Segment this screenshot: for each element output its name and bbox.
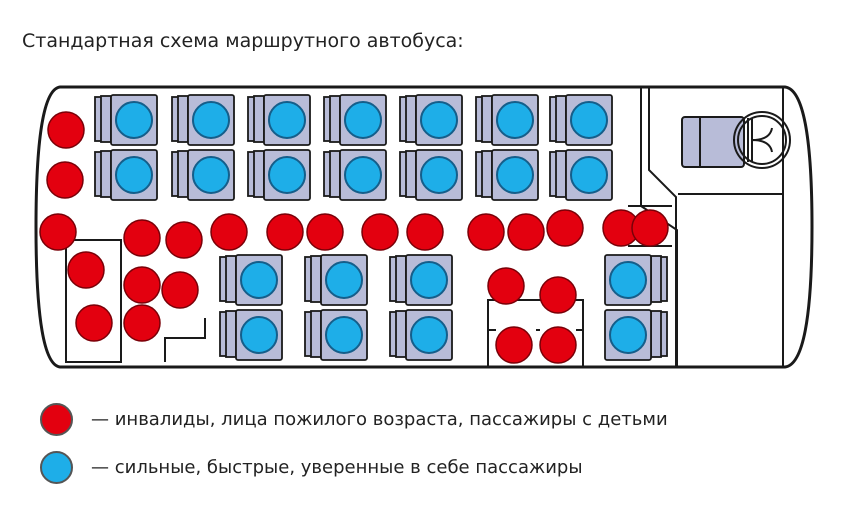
blue-passenger xyxy=(496,101,534,139)
blue-passenger xyxy=(325,261,363,299)
red-passenger xyxy=(39,213,77,251)
blue-circle-icon xyxy=(40,451,73,484)
passenger-seat xyxy=(323,94,387,146)
red-passenger xyxy=(467,213,505,251)
passenger-seat xyxy=(399,149,463,201)
red-passenger xyxy=(123,219,161,257)
passenger-seat xyxy=(399,94,463,146)
passenger-seat xyxy=(323,149,387,201)
blue-passenger xyxy=(192,101,230,139)
red-passenger xyxy=(210,213,248,251)
driver-partition xyxy=(678,88,784,367)
blue-passenger xyxy=(240,261,278,299)
red-passenger xyxy=(75,304,113,342)
blue-passenger xyxy=(344,101,382,139)
rear-platform xyxy=(65,239,122,363)
red-passenger xyxy=(507,213,545,251)
red-passenger xyxy=(406,213,444,251)
red-passenger xyxy=(631,209,669,247)
passenger-seat xyxy=(247,149,311,201)
blue-passenger xyxy=(268,156,306,194)
blue-passenger xyxy=(609,316,647,354)
passenger-seat xyxy=(549,94,613,146)
blue-passenger xyxy=(420,156,458,194)
driver-seat xyxy=(681,116,745,168)
passenger-seat xyxy=(389,254,453,306)
steering-wheel-icon xyxy=(733,111,791,169)
blue-passenger xyxy=(570,156,608,194)
passenger-seat xyxy=(389,309,453,361)
blue-passenger xyxy=(410,261,448,299)
legend-item-red: — инвалиды, лица пожилого возраста, пасс… xyxy=(40,403,668,436)
passenger-seat xyxy=(94,94,158,146)
red-passenger xyxy=(306,213,344,251)
red-passenger xyxy=(487,267,525,305)
passenger-seat xyxy=(549,149,613,201)
red-passenger xyxy=(161,271,199,309)
red-passenger xyxy=(539,326,577,364)
passenger-seat xyxy=(604,254,668,306)
blue-passenger xyxy=(240,316,278,354)
blue-passenger xyxy=(344,156,382,194)
blue-passenger xyxy=(115,156,153,194)
red-passenger xyxy=(46,161,84,199)
blue-passenger xyxy=(325,316,363,354)
red-passenger xyxy=(361,213,399,251)
red-passenger xyxy=(546,209,584,247)
blue-passenger xyxy=(192,156,230,194)
red-passenger xyxy=(539,276,577,314)
passenger-seat xyxy=(219,254,283,306)
legend-text-red: — инвалиды, лица пожилого возраста, пасс… xyxy=(91,409,668,430)
red-passenger xyxy=(67,251,105,289)
passenger-seat xyxy=(171,94,235,146)
bus-outline xyxy=(34,85,814,369)
legend-text-blue: — сильные, быстрые, уверенные в себе пас… xyxy=(91,457,583,478)
passenger-seat xyxy=(304,309,368,361)
blue-passenger xyxy=(420,101,458,139)
red-passenger xyxy=(495,326,533,364)
passenger-seat xyxy=(604,309,668,361)
blue-passenger xyxy=(496,156,534,194)
red-passenger xyxy=(123,304,161,342)
passenger-seat xyxy=(475,149,539,201)
red-passenger xyxy=(165,221,203,259)
blue-passenger xyxy=(410,316,448,354)
passenger-seat xyxy=(94,149,158,201)
passenger-seat xyxy=(247,94,311,146)
passenger-seat xyxy=(219,309,283,361)
red-passenger xyxy=(47,111,85,149)
red-circle-icon xyxy=(40,403,73,436)
rear-box xyxy=(164,318,206,362)
red-passenger xyxy=(266,213,304,251)
diagram-title: Стандартная схема маршрутного автобуса: xyxy=(22,30,464,52)
legend-item-blue: — сильные, быстрые, уверенные в себе пас… xyxy=(40,451,583,484)
red-passenger xyxy=(123,266,161,304)
passenger-seat xyxy=(171,149,235,201)
passenger-seat xyxy=(475,94,539,146)
middle-platform xyxy=(487,299,584,367)
blue-passenger xyxy=(268,101,306,139)
blue-passenger xyxy=(115,101,153,139)
bus-layout xyxy=(34,85,814,369)
blue-passenger xyxy=(570,101,608,139)
blue-passenger xyxy=(609,261,647,299)
passenger-seat xyxy=(304,254,368,306)
